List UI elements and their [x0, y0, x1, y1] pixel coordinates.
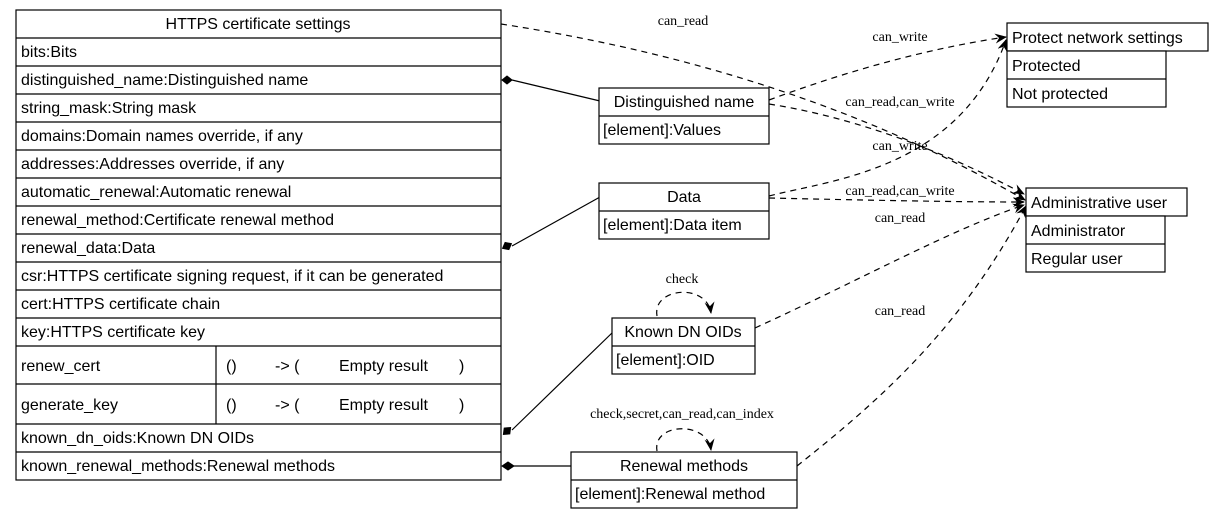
method-renew-cert-result: Empty result: [339, 358, 428, 375]
edge-main-to-admin: [500, 23, 1026, 201]
label-data-write: can_write: [872, 139, 927, 154]
method-generate-key-result: Empty result: [339, 397, 428, 414]
field-key: key:HTTPS certificate key: [21, 324, 205, 341]
connectors: [500, 23, 1027, 471]
composition-line-distinguished-name: [511, 79, 601, 102]
entity-distinguished-name-row: [element]:Values: [603, 122, 721, 139]
method-renew-cert-args: (): [226, 358, 237, 375]
edge-renewal-to-admin: [796, 205, 1027, 467]
entity-distinguished-name-title: Distinguished name: [614, 94, 755, 111]
edge-data-to-protect: [768, 39, 1008, 197]
entity-data-row: [element]:Data item: [603, 217, 742, 234]
entity-administrative-user-row-administrator: Administrator: [1031, 223, 1126, 240]
field-csr: csr:HTTPS certificate signing request, i…: [21, 268, 443, 285]
method-renew-cert-close: ): [459, 358, 464, 375]
composition-line-known-dn-oids: [511, 331, 614, 431]
composition-diamond-distinguished-name: [501, 75, 513, 85]
method-renew-cert-arrow: -> (: [275, 358, 300, 375]
entity-protect-network-settings-row-protected: Protected: [1012, 58, 1080, 75]
composition-diamond-data: [501, 241, 513, 251]
field-domains: domains:Domain names override, if any: [21, 128, 303, 145]
field-cert: cert:HTTPS certificate chain: [21, 296, 220, 313]
edge-dn-to-protect: [768, 33, 1007, 101]
self-loop-renewal-methods: [656, 428, 715, 452]
label-main-to-admin: can_read: [658, 14, 709, 29]
entity-protect-network-settings-title: Protect network settings: [1012, 30, 1183, 47]
field-renewal-data: renewal_data:Data: [21, 240, 155, 257]
method-renew-cert-name: renew_cert: [21, 358, 101, 375]
composition-diamond-known-dn-oids: [502, 426, 512, 436]
field-renewal-method: renewal_method:Certificate renewal metho…: [21, 212, 334, 229]
label-renewal-self: check,secret,can_read,can_index: [590, 407, 774, 422]
main-class-title: HTTPS certificate settings: [166, 16, 351, 33]
field-known-renewal-methods: known_renewal_methods:Renewal methods: [21, 458, 335, 475]
field-distinguished-name: distinguished_name:Distinguished name: [21, 72, 308, 89]
method-generate-key-name: generate_key: [21, 397, 118, 414]
entity-renewal-methods-row: [element]:Renewal method: [575, 486, 765, 503]
label-dn-read-write: can_read,can_write: [845, 95, 954, 110]
entity-renewal-methods-title: Renewal methods: [620, 458, 748, 475]
edge-dn-to-admin: [768, 103, 1025, 195]
main-class-box: HTTPS certificate settings bits:Bits dis…: [15, 9, 502, 481]
composition-diamond-renewal-methods: [501, 461, 515, 471]
edge-data-to-admin: [768, 196, 1025, 207]
entity-administrative-user-title: Administrative user: [1031, 195, 1168, 212]
method-generate-key-close: ): [459, 397, 464, 414]
field-automatic-renewal: automatic_renewal:Automatic renewal: [21, 184, 291, 201]
label-data-read-write: can_read,can_write: [845, 184, 954, 199]
label-oids-self: check: [666, 272, 699, 287]
label-data-read: can_read: [875, 211, 926, 226]
entity-administrative-user: Administrative user Administrator Regula…: [1025, 187, 1188, 273]
entity-known-dn-oids: Known DN OIDs [element]:OID: [611, 317, 756, 375]
field-string-mask: string_mask:String mask: [21, 100, 197, 117]
method-generate-key-args: (): [226, 397, 237, 414]
entity-renewal-methods: Renewal methods [element]:Renewal method: [570, 451, 798, 509]
field-known-dn-oids: known_dn_oids:Known DN OIDs: [21, 430, 254, 447]
entity-data: Data [element]:Data item: [598, 182, 770, 240]
self-loop-known-dn-oids: [656, 291, 715, 317]
label-dn-write: can_write: [872, 30, 927, 45]
entity-protect-network-settings: Protect network settings Protected Not p…: [1006, 22, 1209, 108]
composition-line-data: [511, 196, 601, 247]
field-addresses: addresses:Addresses override, if any: [21, 156, 284, 173]
edge-oids-to-admin: [754, 203, 1025, 329]
edge-labels: can_read can_write can_read,can_write ca…: [590, 14, 955, 422]
field-bits: bits:Bits: [21, 44, 77, 61]
entity-distinguished-name: Distinguished name [element]:Values: [598, 87, 770, 145]
label-renewal-read: can_read: [875, 304, 926, 319]
entity-administrative-user-row-regular-user: Regular user: [1031, 251, 1123, 268]
main-class-frame: [15, 9, 502, 481]
entity-data-title: Data: [667, 189, 701, 206]
entity-protect-network-settings-row-not-protected: Not protected: [1012, 86, 1108, 103]
entity-known-dn-oids-title: Known DN OIDs: [624, 324, 741, 341]
entity-known-dn-oids-row: [element]:OID: [616, 352, 715, 369]
method-generate-key-arrow: -> (: [275, 397, 300, 414]
